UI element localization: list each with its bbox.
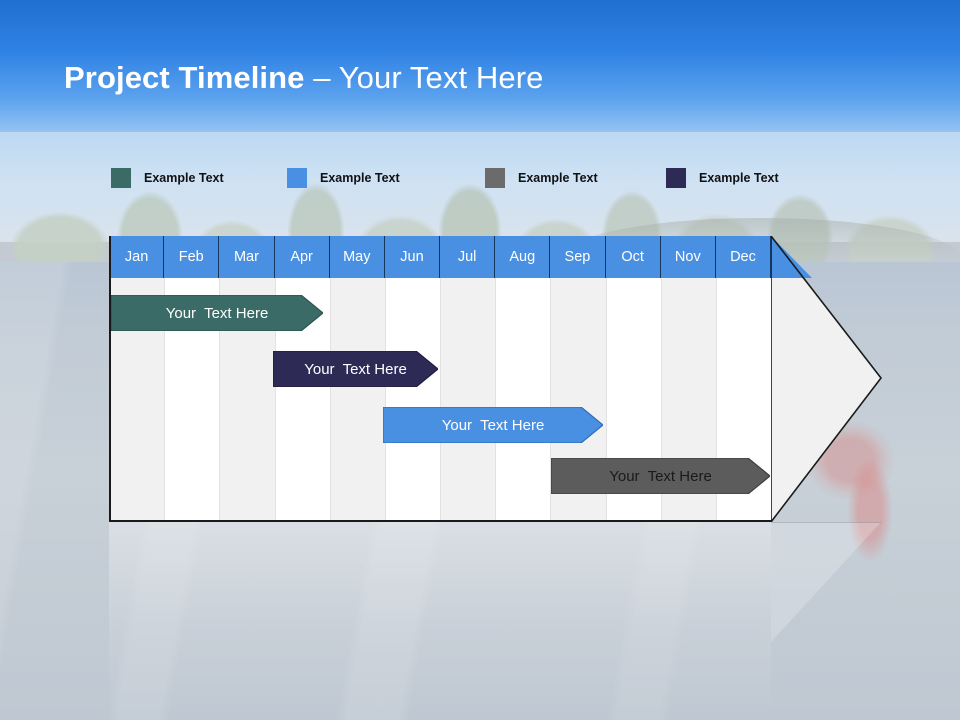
page-title-bold: Project Timeline	[64, 60, 305, 95]
month-header-mar[interactable]: Mar	[219, 236, 275, 278]
legend-item-1[interactable]: Example Text	[111, 168, 224, 188]
legend-label-2: Example Text	[320, 170, 400, 185]
month-header-aug[interactable]: Aug	[495, 236, 551, 278]
legend-item-2[interactable]: Example Text	[287, 168, 400, 188]
month-header-sep[interactable]: Sep	[550, 236, 606, 278]
legend-item-4[interactable]: Example Text	[666, 168, 779, 188]
legend-label-3: Example Text	[518, 170, 598, 185]
timeline-column-divider	[605, 278, 607, 522]
timeline-column-divider	[274, 278, 276, 522]
legend-swatch-green-icon	[111, 168, 131, 188]
month-header-label: Dec	[730, 248, 756, 265]
month-header-label: May	[343, 248, 371, 265]
legend-swatch-purple-icon	[666, 168, 686, 188]
month-header-jan[interactable]: Jan	[109, 236, 165, 278]
timeline-column-divider	[164, 278, 166, 522]
month-header-label: Sep	[564, 248, 591, 265]
task-bar-shape	[272, 350, 439, 388]
timeline-column-aug: Aug	[495, 236, 551, 522]
month-header-label: Jun	[400, 248, 424, 265]
month-header-label: Feb	[178, 248, 204, 265]
timeline-column-divider	[550, 278, 552, 522]
background-kayak-reflection-secondary	[830, 430, 910, 590]
timeline-column-mar: Mar	[219, 236, 275, 522]
task-bar-green[interactable]: Your Text Here	[110, 294, 324, 332]
month-header-oct[interactable]: Oct	[605, 236, 661, 278]
task-bar-gray[interactable]: Your Text Here	[550, 457, 771, 495]
task-bar-shape	[110, 294, 324, 332]
page-title-regular: – Your Text Here	[304, 60, 544, 95]
legend-label-1: Example Text	[144, 170, 224, 185]
month-header-label: Oct	[621, 248, 644, 265]
timeline-column-divider	[440, 278, 442, 522]
timeline-reflection	[109, 522, 771, 718]
legend-swatch-blue-icon	[287, 168, 307, 188]
timeline-column-jan: Jan	[109, 236, 165, 522]
task-bar-purple[interactable]: Your Text Here	[272, 350, 439, 388]
month-header-dec[interactable]: Dec	[715, 236, 772, 278]
timeline-reflection-tip	[771, 521, 883, 642]
timeline-column-divider	[715, 278, 717, 522]
month-header-label: Aug	[509, 248, 536, 265]
month-header-apr[interactable]: Apr	[274, 236, 330, 278]
month-header-label: Apr	[290, 248, 313, 265]
legend-item-3[interactable]: Example Text	[485, 168, 598, 188]
timeline-outline	[109, 236, 771, 522]
timeline-column-divider	[329, 278, 331, 522]
month-header-label: Mar	[233, 248, 259, 265]
task-bar-blue[interactable]: Your Text Here	[382, 406, 604, 444]
title-band: Project Timeline – Your Text Here	[0, 0, 960, 128]
timeline-column-divider	[495, 278, 497, 522]
timeline-arrow-tip	[771, 236, 883, 522]
month-header-nov[interactable]: Nov	[660, 236, 716, 278]
timeline-column-divider	[660, 278, 662, 522]
month-header-may[interactable]: May	[329, 236, 385, 278]
month-header-label: Jul	[457, 248, 477, 265]
timeline-column-divider	[384, 278, 386, 522]
legend-swatch-gray-icon	[485, 168, 505, 188]
timeline-column-jul: Jul	[440, 236, 496, 522]
task-bar-shape	[382, 406, 604, 444]
legend-label-4: Example Text	[699, 170, 779, 185]
month-header-jun[interactable]: Jun	[384, 236, 441, 278]
month-header-feb[interactable]: Feb	[164, 236, 220, 278]
timeline-column-feb: Feb	[164, 236, 220, 522]
month-header-jul[interactable]: Jul	[440, 236, 496, 278]
legend: Example Text Example Text Example Text E…	[111, 168, 871, 194]
timeline-column-divider	[219, 278, 221, 522]
task-bar-shape	[550, 457, 771, 495]
background-sky	[0, 0, 960, 136]
month-header-label: Jan	[124, 248, 149, 265]
page-title: Project Timeline – Your Text Here	[64, 60, 543, 96]
month-header-label: Nov	[674, 248, 701, 265]
